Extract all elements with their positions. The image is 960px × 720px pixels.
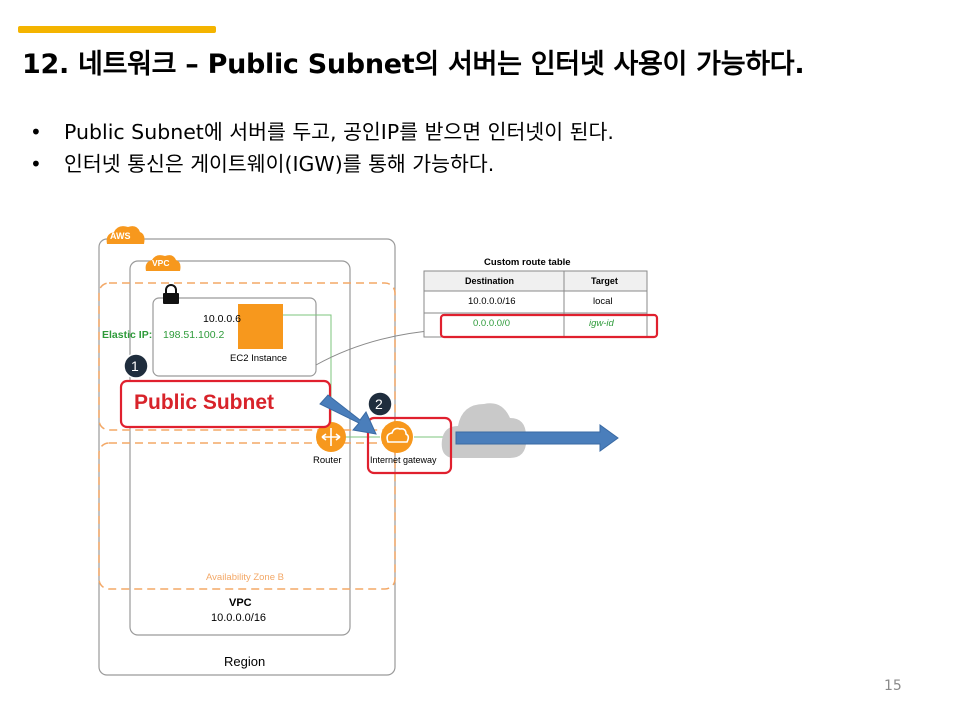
- vpc-title: VPC: [229, 597, 252, 609]
- vpc-cloud-icon: [145, 255, 181, 271]
- route-table-cell: igw-id: [589, 318, 614, 329]
- bullet-text: 인터넷 통신은 게이트웨이(IGW)를 통해 가능하다.: [64, 152, 495, 176]
- bullet-dot-icon: •: [30, 152, 42, 176]
- callout-2-number: 2: [375, 396, 383, 412]
- bullet-list: • Public Subnet에 서버를 두고, 공인IP를 받으면 인터넷이 …: [30, 116, 614, 180]
- availability-zone-a-box: [98, 282, 396, 431]
- aws-badge: AWS: [110, 231, 131, 241]
- private-ip-label: 10.0.0.6: [203, 313, 241, 325]
- vpc-box: [129, 260, 351, 636]
- availability-zone-b-box: [98, 442, 396, 590]
- aws-cloud-icon: [106, 226, 145, 244]
- router-icon: [316, 422, 346, 452]
- internet-out-arrow: [455, 424, 619, 452]
- route-table-header-target: Target: [591, 276, 618, 286]
- route-table-cell: 10.0.0.0/16: [468, 296, 516, 307]
- route-table-highlight-box: [439, 313, 659, 339]
- availability-zone-label: Availability Zone B: [206, 572, 284, 583]
- callout-1-number: 1: [131, 358, 139, 374]
- route-table-cell: local: [593, 296, 613, 307]
- lock-icon: [163, 284, 179, 304]
- bullet-item: • Public Subnet에 서버를 두고, 공인IP를 받으면 인터넷이 …: [30, 116, 614, 148]
- title-accent-bar: [18, 26, 216, 33]
- internet-gateway-label: Internet gateway: [370, 455, 437, 465]
- elastic-ip-label: Elastic IP:: [102, 329, 153, 341]
- region-label: Region: [224, 654, 266, 669]
- vpc-badge: VPC: [152, 258, 170, 268]
- subnet-box: [152, 297, 317, 377]
- subnet-to-igw-arrow: [319, 394, 377, 435]
- internet-cloud-icon: [441, 403, 527, 458]
- public-subnet-label: Public Subnet: [134, 391, 275, 414]
- ec2-instance-icon: [238, 304, 283, 349]
- callout-2-circle: [367, 391, 393, 417]
- router-label: Router: [313, 455, 342, 466]
- ec2-instance-label: EC2 Instance: [230, 353, 288, 364]
- route-table: [423, 270, 648, 338]
- slide-title: 12. 네트워크 – Public Subnet의 서버는 인터넷 사용이 가능…: [22, 49, 805, 80]
- callout-1-circle: [123, 353, 149, 379]
- route-table-connector: [315, 329, 441, 366]
- internet-gateway-icon: [381, 421, 413, 453]
- route-table-cell: 0.0.0.0/0: [473, 318, 510, 329]
- vpc-cidr: 10.0.0.0/16: [211, 612, 267, 624]
- igw-highlight-box: [366, 416, 453, 475]
- elastic-ip-value: 198.51.100.2: [163, 329, 225, 341]
- bullet-text: Public Subnet에 서버를 두고, 공인IP를 받으면 인터넷이 된다…: [64, 120, 614, 144]
- page-number: 15: [884, 678, 902, 694]
- bullet-item: • 인터넷 통신은 게이트웨이(IGW)를 통해 가능하다.: [30, 148, 614, 180]
- bullet-dot-icon: •: [30, 120, 42, 144]
- route-table-title: Custom route table: [484, 257, 571, 268]
- route-table-header-destination: Destination: [465, 276, 515, 286]
